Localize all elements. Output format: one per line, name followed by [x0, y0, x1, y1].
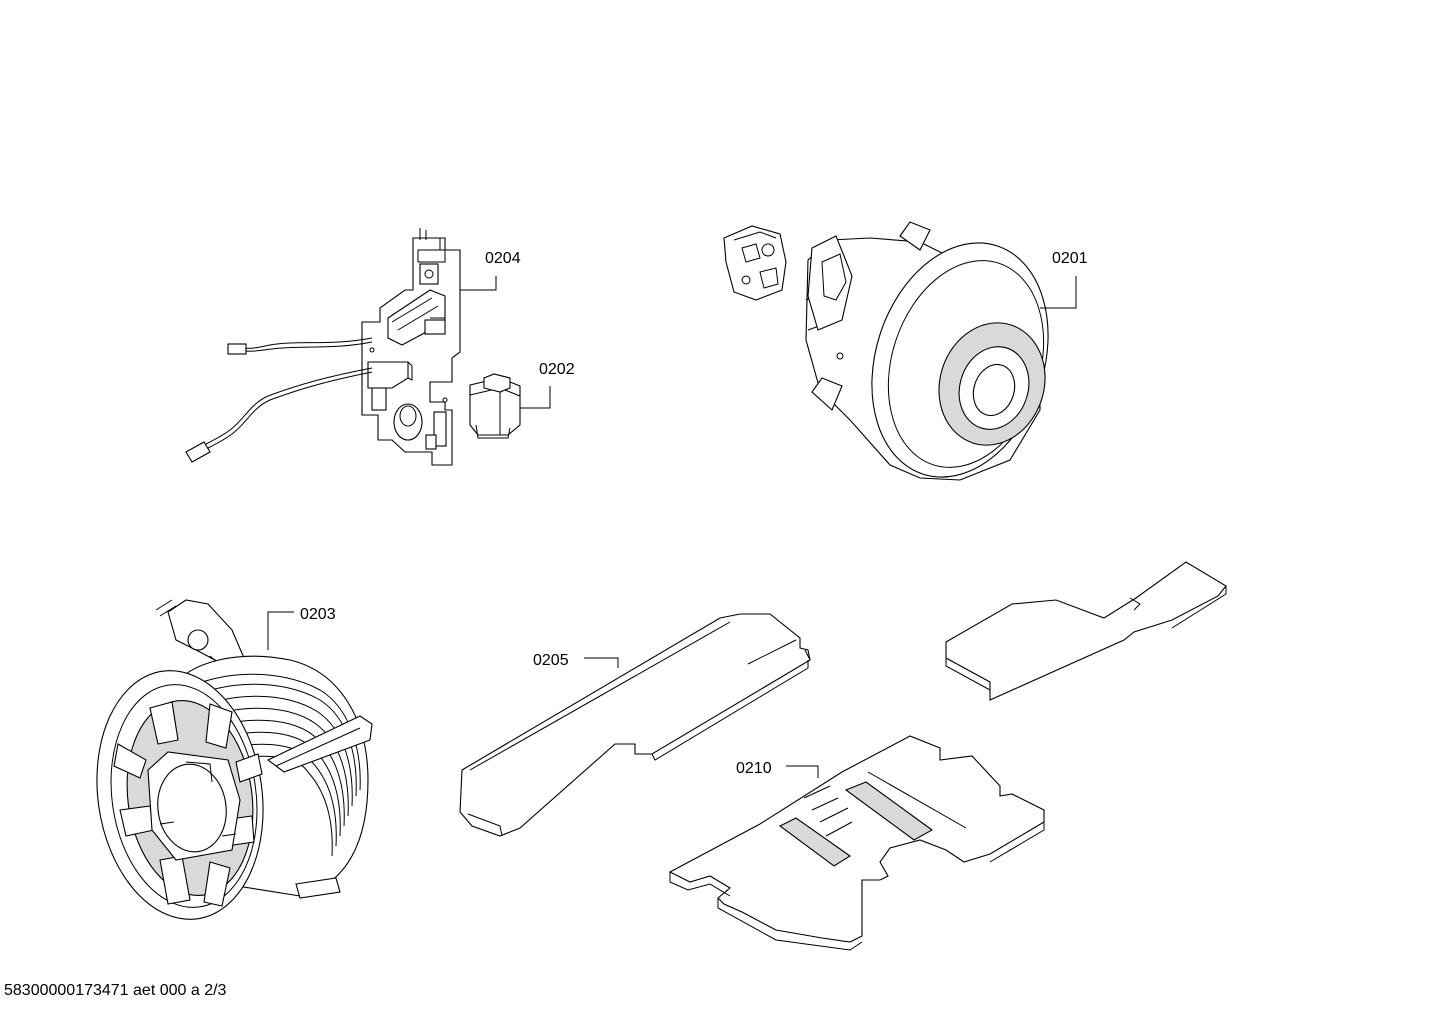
leader-0202 [520, 386, 551, 409]
part-label-0203: 0203 [300, 606, 336, 623]
leader-0203 [267, 611, 294, 650]
plate-filter-part[interactable] [668, 735, 1045, 951]
part-label-0204: 0204 [485, 250, 521, 267]
part-label-0205: 0205 [533, 652, 569, 669]
control-board-part[interactable] [185, 228, 461, 466]
part-label-0210: 0210 [736, 760, 772, 777]
leader-0204 [460, 276, 497, 291]
leader-lines [267, 276, 1077, 778]
plate-large-part[interactable] [459, 613, 811, 837]
cable-reel-part[interactable] [81, 599, 373, 930]
motor-part[interactable] [723, 220, 1077, 500]
plate-strip-part[interactable] [945, 561, 1227, 701]
leader-0201 [1040, 276, 1077, 309]
part-label-0201: 0201 [1052, 250, 1088, 267]
socket-part[interactable] [469, 373, 521, 439]
leader-0205 [584, 657, 619, 668]
part-label-0202: 0202 [539, 361, 575, 378]
document-code: 58300000173471 aet 000 a 2/3 [4, 982, 227, 999]
leader-0210 [786, 765, 819, 778]
